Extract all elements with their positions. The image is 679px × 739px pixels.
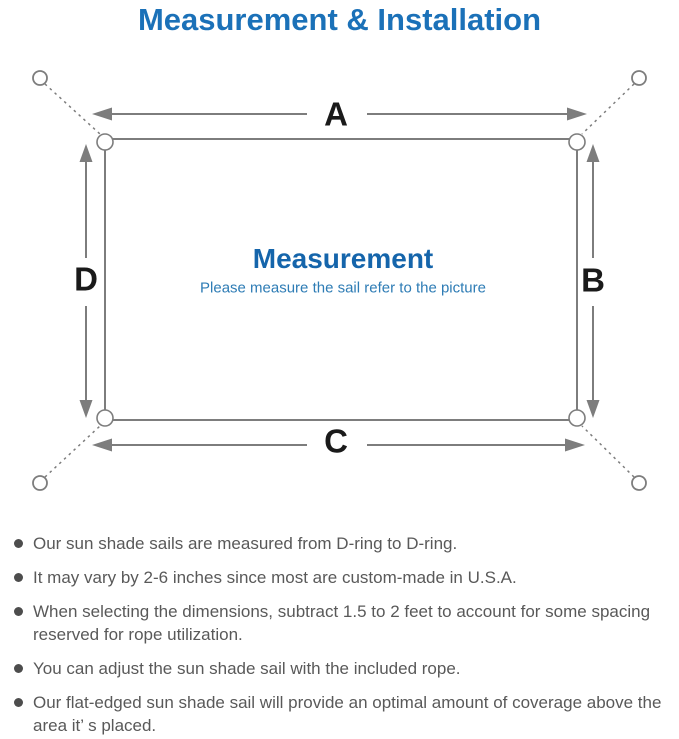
bullet-dot-icon — [14, 664, 23, 673]
d-ring-icon — [96, 133, 114, 151]
sail-outline — [104, 138, 578, 421]
note-item: Our flat-edged sun shade sail will provi… — [14, 691, 674, 737]
arrow-head-down-icon — [79, 400, 93, 418]
bullet-dot-icon — [14, 607, 23, 616]
dimension-label-b: B — [581, 261, 605, 299]
rope-lines — [44, 83, 635, 478]
dashed-rope-line — [581, 425, 635, 478]
note-item: Our sun shade sails are measured from D-… — [14, 532, 674, 555]
bullet-dot-icon — [14, 539, 23, 548]
diagram-subheading: Please measure the sail refer to the pic… — [200, 279, 486, 297]
dashed-rope-line — [44, 425, 101, 478]
note-item: When selecting the dimensions, subtract … — [14, 600, 674, 646]
dimension-label-c: C — [324, 422, 348, 460]
arrow-head-right-icon — [565, 438, 585, 452]
d-ring-icon — [568, 409, 586, 427]
arrow-head-right-icon — [567, 107, 587, 121]
note-text: Our flat-edged sun shade sail will provi… — [33, 693, 662, 735]
note-text: Our sun shade sails are measured from D-… — [33, 534, 458, 553]
mounting-ring-icon — [631, 475, 647, 491]
note-text: When selecting the dimensions, subtract … — [33, 602, 651, 644]
arrow-head-left-icon — [92, 107, 112, 121]
d-ring-icon — [568, 133, 586, 151]
corner-d-rings — [96, 133, 586, 427]
dimension-label-a: A — [324, 95, 348, 133]
diagram-heading: Measurement — [252, 243, 434, 274]
dimension-arrow-c — [92, 438, 585, 452]
mounting-rings — [32, 70, 647, 491]
dashed-rope-line — [581, 83, 635, 135]
dimension-label-d: D — [74, 260, 98, 298]
dimension-arrow-b — [586, 144, 600, 418]
d-ring-icon — [96, 409, 114, 427]
notes-list: Our sun shade sails are measured from D-… — [14, 532, 674, 739]
mounting-ring-icon — [32, 475, 48, 491]
bullet-dot-icon — [14, 573, 23, 582]
bullet-dot-icon — [14, 698, 23, 707]
page-title: Measurement & Installation — [137, 2, 542, 37]
note-item: It may vary by 2-6 inches since most are… — [14, 566, 674, 589]
dimension-arrow-d — [79, 144, 93, 418]
dimension-arrow-a — [92, 107, 587, 121]
dashed-rope-line — [44, 83, 101, 135]
arrow-head-left-icon — [92, 438, 112, 452]
mounting-ring-icon — [631, 70, 647, 86]
mounting-ring-icon — [32, 70, 48, 86]
arrow-head-up-icon — [586, 144, 600, 162]
arrow-head-down-icon — [586, 400, 600, 418]
note-text: You can adjust the sun shade sail with t… — [33, 659, 461, 678]
arrow-head-up-icon — [79, 144, 93, 162]
note-text: It may vary by 2-6 inches since most are… — [33, 568, 517, 587]
note-item: You can adjust the sun shade sail with t… — [14, 657, 674, 680]
